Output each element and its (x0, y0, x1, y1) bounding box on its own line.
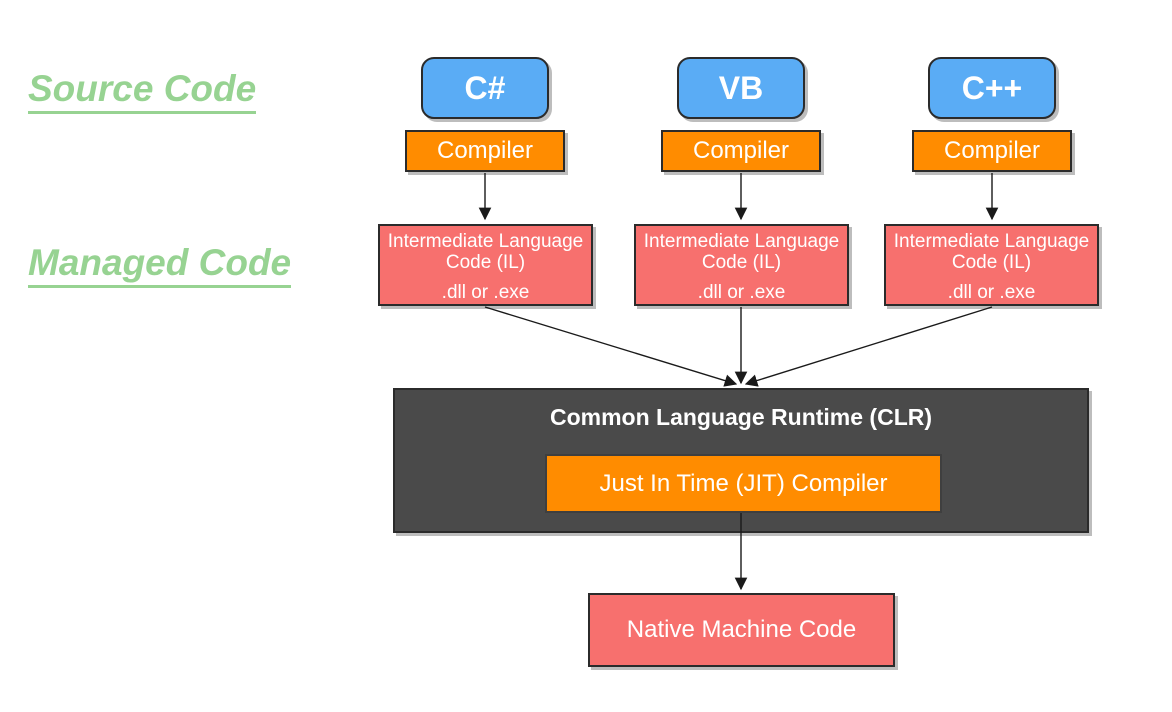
il-title: Intermediate Language Code (IL) (643, 231, 840, 273)
il-box-cpp: Intermediate Language Code (IL) .dll or … (884, 224, 1099, 306)
managed-code-label: Managed Code (28, 244, 292, 288)
native-machine-code-box: Native Machine Code (588, 593, 895, 667)
il-box-vb: Intermediate Language Code (IL) .dll or … (634, 224, 849, 306)
il-box-csharp: Intermediate Language Code (IL) .dll or … (378, 224, 593, 306)
language-box-cpp: C++ (928, 57, 1056, 119)
clr-box: Common Language Runtime (CLR) Just In Ti… (393, 388, 1089, 533)
source-code-label: Source Code (28, 70, 257, 114)
language-box-vb: VB (677, 57, 805, 119)
compiler-box-csharp: Compiler (405, 130, 565, 172)
il-title: Intermediate Language Code (IL) (893, 231, 1090, 273)
il-subtitle: .dll or .exe (947, 282, 1036, 303)
jit-compiler-box: Just In Time (JIT) Compiler (545, 454, 942, 513)
arrow-il3-to-clr (744, 306, 993, 387)
compiler-box-vb: Compiler (661, 130, 821, 172)
language-box-csharp: C# (421, 57, 549, 119)
il-subtitle: .dll or .exe (441, 282, 530, 303)
compiler-box-cpp: Compiler (912, 130, 1072, 172)
arrow-il1-to-clr (484, 306, 738, 387)
il-subtitle: .dll or .exe (697, 282, 786, 303)
il-title: Intermediate Language Code (IL) (387, 231, 584, 273)
clr-title: Common Language Runtime (CLR) (549, 404, 933, 430)
